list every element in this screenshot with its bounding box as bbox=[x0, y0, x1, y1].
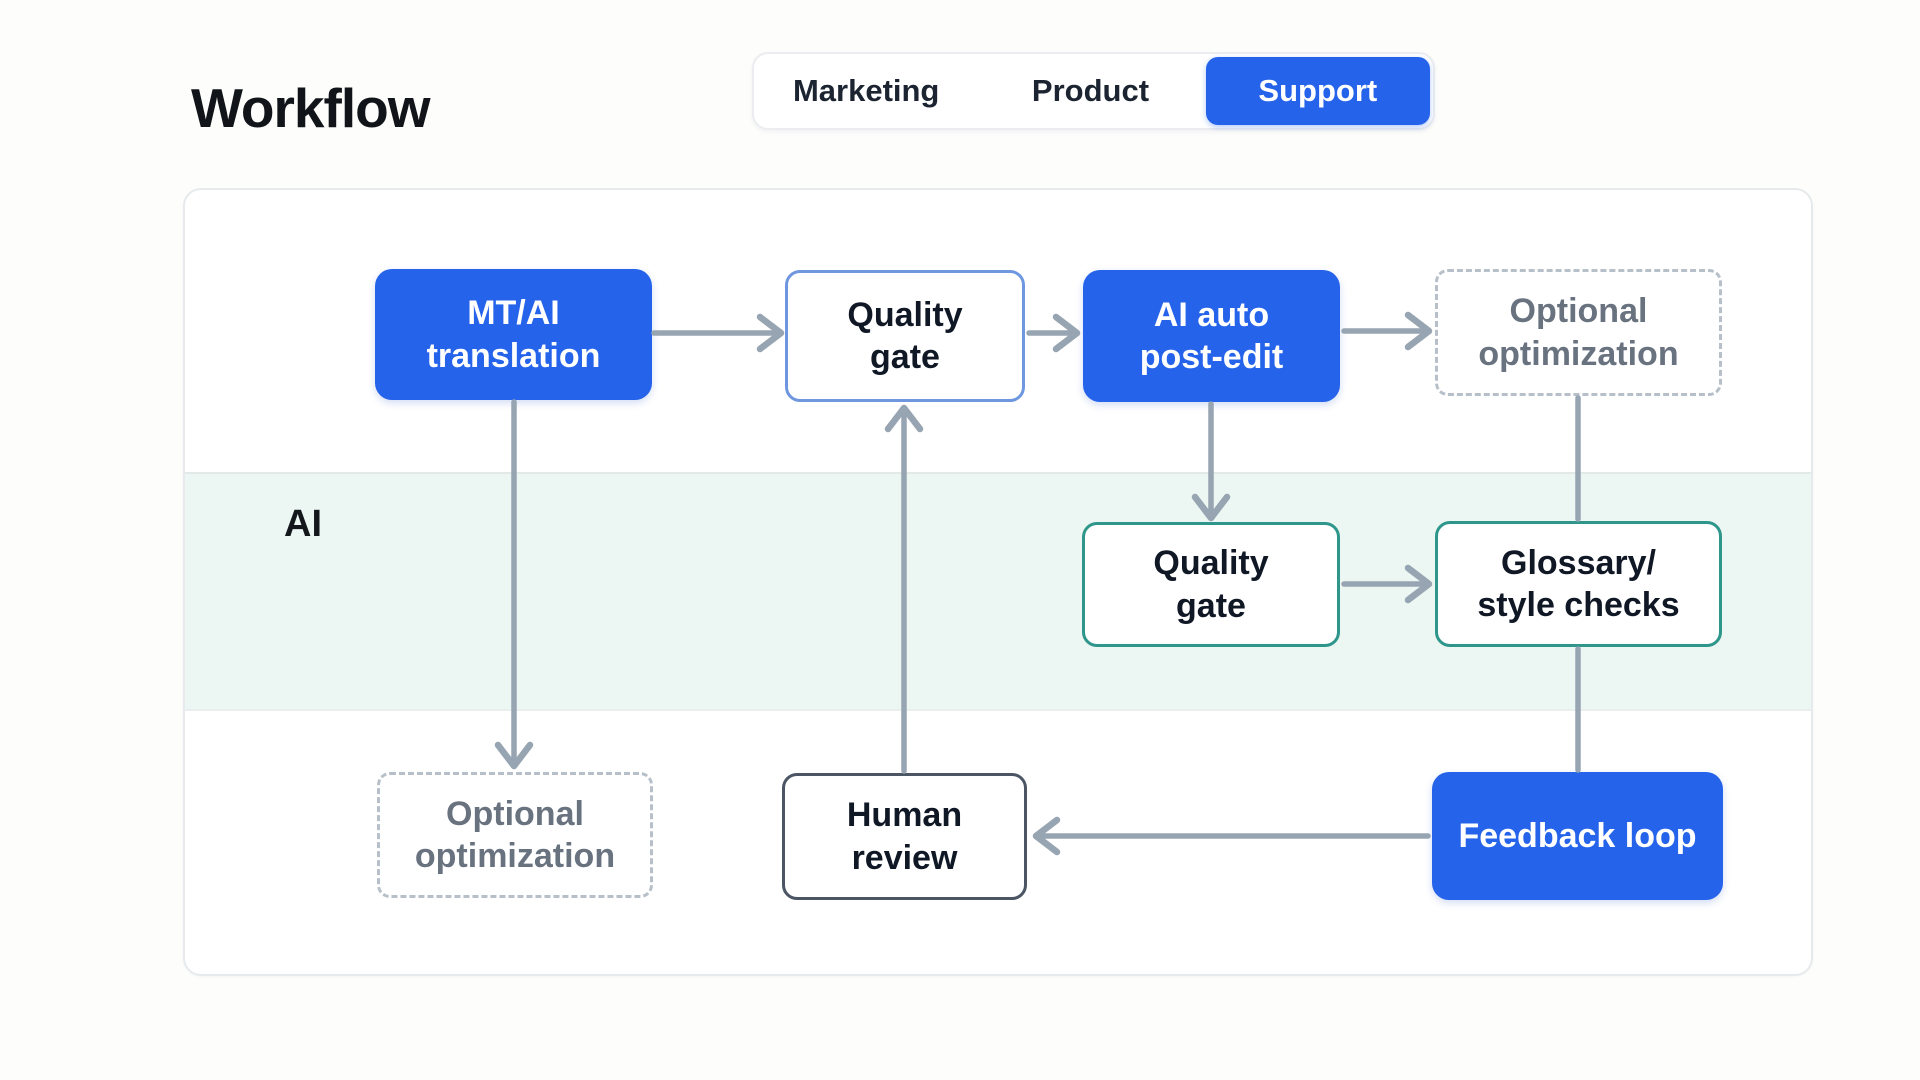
tab-support[interactable]: Support bbox=[1205, 57, 1430, 125]
node-label: Optional optimization bbox=[414, 794, 616, 876]
tab-marketing[interactable]: Marketing bbox=[792, 73, 940, 108]
node-optional-optimization-top: Optional optimization bbox=[1435, 269, 1722, 396]
node-label: AI auto post-edit bbox=[1139, 295, 1284, 377]
node-optional-optimization-bottom: Optional optimization bbox=[377, 772, 653, 898]
node-label: Glossary/ style checks bbox=[1477, 543, 1680, 625]
node-label: Feedback loop bbox=[1458, 816, 1697, 855]
node-label: Quality gate bbox=[1153, 544, 1269, 625]
lane-label-ai: AI bbox=[284, 503, 322, 545]
node-glossary-style-checks: Glossary/ style checks bbox=[1435, 521, 1722, 647]
node-quality-gate-top: Quality gate bbox=[785, 270, 1025, 402]
node-label: Quality gate bbox=[847, 295, 963, 377]
node-mt-ai-translation: MT/AI translation bbox=[375, 269, 652, 400]
node-human-review: Human review bbox=[782, 773, 1027, 900]
node-ai-auto-post-edit: AI auto post-edit bbox=[1083, 270, 1340, 402]
node-label: Optional optimization bbox=[1478, 292, 1679, 373]
node-quality-gate-middle: Quality gate bbox=[1082, 522, 1340, 647]
node-label: MT/AI translation bbox=[426, 294, 601, 375]
node-label: Human review bbox=[846, 796, 963, 877]
segment-tabbar: Marketing Product Support bbox=[752, 52, 1435, 130]
node-feedback-loop: Feedback loop bbox=[1432, 772, 1723, 900]
tab-product[interactable]: Product bbox=[1031, 73, 1150, 108]
page-title: Workflow bbox=[191, 77, 430, 139]
